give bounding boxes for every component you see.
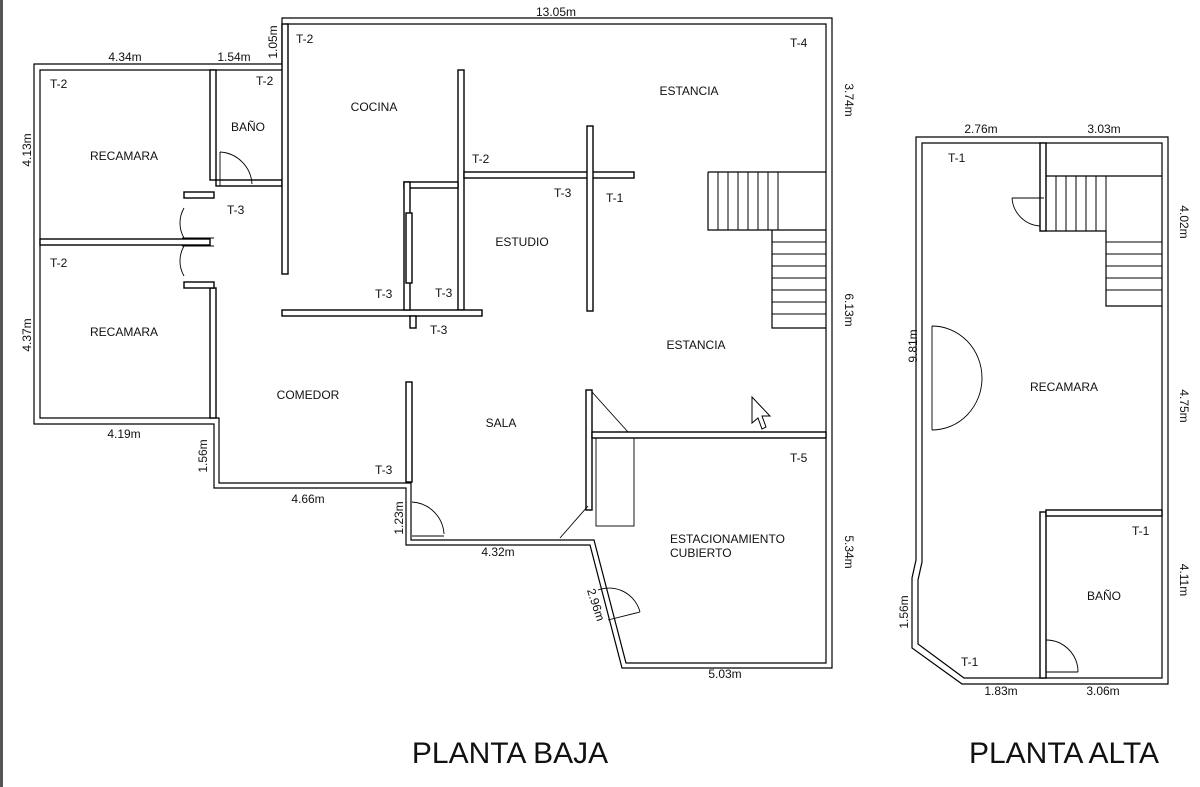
label-upper-bano: BAÑO (1087, 589, 1121, 603)
label-estancia-mid: ESTANCIA (666, 338, 725, 352)
upper-floor-plan: RECAMARA BAÑO T-1 T-1 T-1 2.76m 3.03m 4.… (897, 122, 1191, 698)
dim-upper-right-top: 4.02m (1177, 205, 1191, 238)
tag-comedor: T-3 (375, 463, 393, 477)
door-stub-2 (183, 281, 215, 289)
tag-upper-top: T-1 (948, 151, 966, 165)
ground-outer-wall (33, 17, 833, 669)
upper-bano-top-wall (1045, 509, 1163, 517)
tag-upper-bano: T-1 (1132, 524, 1150, 538)
dim-sala-bottom: 4.32m (481, 545, 514, 559)
tag-bano: T-2 (256, 74, 274, 88)
dim-upper-bottom-right: 3.06m (1086, 684, 1119, 698)
dim-bano-top: 1.54m (217, 50, 250, 64)
sala-left-wall (405, 381, 413, 483)
label-estancia-top: ESTANCIA (659, 84, 718, 98)
ground-doors (179, 151, 641, 621)
estudio-right-wall (586, 125, 594, 312)
tag-garage: T-5 (790, 451, 808, 465)
dim-right-top: 3.74m (842, 83, 856, 116)
upper-inner-wall (917, 142, 1163, 679)
dim-upper-left: 9.81m (906, 329, 920, 362)
sala-diag-2 (559, 505, 589, 539)
dim-garage-diag: 2.96m (584, 587, 608, 623)
label-cocina: COCINA (351, 100, 398, 114)
tag-c3: T-3 (430, 323, 448, 337)
dim-upper-right-bottom: 4.11m (1177, 564, 1191, 596)
dim-upper-diag: 1.56m (897, 595, 911, 628)
tag-hall: T-3 (227, 203, 245, 217)
label-comedor: COMEDOR (277, 388, 340, 402)
label-estudio: ESTUDIO (495, 235, 548, 249)
tag-estudio: T-3 (554, 186, 572, 200)
closet-stub (409, 315, 417, 329)
dim-top: 13.05m (536, 5, 576, 19)
sala-right-wall (585, 389, 593, 511)
dim-right-mid: 6.13m (842, 293, 856, 326)
dim-sala-step: 1.23m (392, 501, 406, 534)
dim-rec-bottom: 4.19m (107, 427, 140, 441)
upper-outer-wall (911, 136, 1169, 685)
tag-t1: T-1 (606, 191, 624, 205)
dim-comedor-left: 1.56m (196, 439, 210, 472)
upper-stair-wall (1039, 142, 1047, 232)
mouse-cursor-icon (751, 395, 772, 430)
label-recamara-1: RECAMARA (90, 149, 158, 163)
dim-left-top: 4.34m (108, 50, 141, 64)
title-planta-alta: PLANTA ALTA (969, 737, 1159, 770)
dim-upper-top-left: 2.76m (964, 122, 997, 136)
comedor-top-wall (281, 309, 483, 317)
tag-rec1: T-2 (50, 77, 68, 91)
dim-step: 1.05m (266, 25, 280, 58)
dim-upper-top-right: 3.03m (1087, 122, 1120, 136)
closet-top-wall (403, 181, 459, 189)
label-cubierto: CUBIERTO (670, 546, 732, 560)
bedroom-bano-wall (209, 69, 217, 181)
sala-diag (591, 391, 629, 433)
cocina-left-wall (281, 23, 289, 275)
tag-c2: T-3 (435, 286, 453, 300)
tag-cocina: T-2 (296, 32, 314, 46)
closet-door (405, 212, 413, 284)
tag-rec2: T-2 (50, 256, 68, 270)
tag-c1: T-3 (375, 287, 393, 301)
label-recamara-2: RECAMARA (90, 325, 158, 339)
dim-right-garage: 5.34m (842, 535, 856, 568)
estudio-top-wall (463, 171, 635, 179)
ground-stairs (707, 171, 826, 329)
dim-upper-right-mid: 4.75m (1177, 389, 1191, 422)
garage-top-wall (591, 431, 827, 439)
ground-floor-plan: RECAMARA RECAMARA BAÑO COCINA ESTANCIA E… (20, 5, 856, 681)
ground-inner-wall (39, 23, 827, 664)
dim-left-rec1: 4.13m (20, 133, 34, 166)
label-sala: SALA (486, 416, 517, 430)
tag-estancia: T-4 (790, 36, 808, 50)
bedroom-divider-wall (39, 238, 211, 246)
tag-mid: T-2 (472, 152, 490, 166)
dim-comedor-bottom: 4.66m (291, 492, 324, 506)
upper-doors (931, 197, 1079, 673)
dim-garage-bottom: 5.03m (708, 667, 741, 681)
bedroom2-right-wall (209, 287, 217, 419)
label-estacionamiento: ESTACIONAMIENTO (670, 532, 785, 546)
cocina-right-wall (457, 69, 465, 311)
title-planta-baja: PLANTA BAJA (412, 737, 608, 770)
upper-bano-left-wall (1039, 511, 1047, 679)
label-upper-recamara: RECAMARA (1030, 380, 1098, 394)
dim-left-rec2: 4.37m (20, 318, 34, 351)
dim-upper-bottom-left: 1.83m (984, 684, 1017, 698)
door-stub-1 (183, 191, 215, 199)
garage-column (595, 437, 635, 527)
window-left-border (0, 0, 3, 787)
upper-stairs (1046, 175, 1162, 307)
label-bano: BAÑO (231, 120, 265, 134)
tag-upper-bottom: T-1 (961, 655, 979, 669)
bano-bottom-wall (215, 179, 283, 187)
